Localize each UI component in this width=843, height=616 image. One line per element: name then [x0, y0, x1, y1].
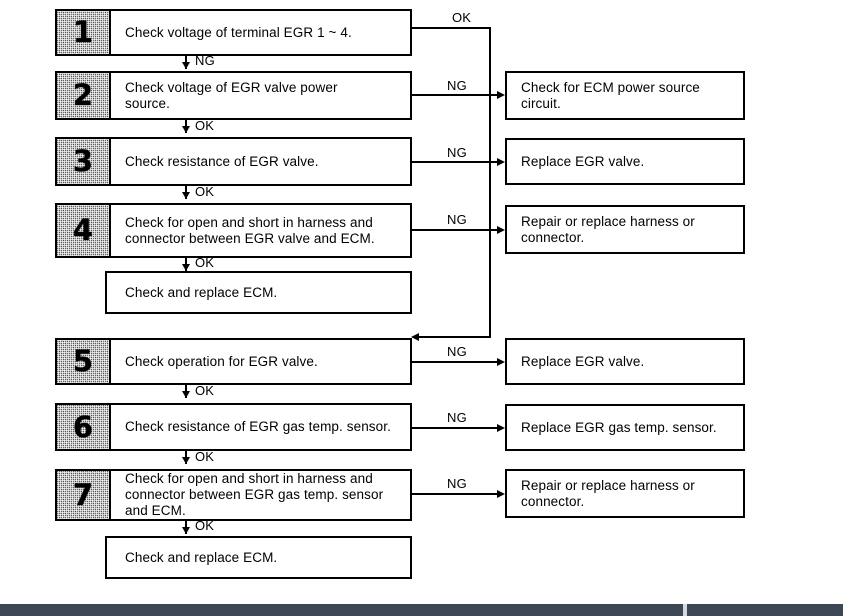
step-number-badge-1: 1 — [57, 11, 111, 54]
step-number-label-3: 3 — [72, 144, 94, 178]
edge-label-ng-3: NG — [447, 145, 467, 160]
result-box-5-label: Replace EGR gas temp. sensor. — [521, 419, 717, 435]
step-number-label-4: 4 — [72, 213, 94, 247]
step-box-6[interactable]: 6 Check resistance of EGR gas temp. sens… — [55, 403, 412, 451]
step-text-5: Check operation for EGR valve. — [111, 340, 410, 383]
edge-ng-1-arrowhead — [182, 62, 190, 69]
step-number-badge-5: 5 — [57, 340, 111, 383]
terminal-box-ecm-1[interactable]: Check and replace ECM. — [105, 271, 412, 314]
step-text-3: Check resistance of EGR valve. — [111, 139, 410, 184]
step-text-2: Check voltage of EGR valve power source. — [111, 73, 410, 118]
edge-ok-2-arrowhead — [182, 126, 190, 133]
edge-ng-2-horizontal — [412, 94, 500, 96]
edge-ng-7-horizontal — [412, 493, 500, 495]
result-box-6[interactable]: Repair or replace harness or connector. — [505, 469, 745, 518]
step-number-badge-2: 2 — [57, 73, 111, 118]
terminal-box-ecm-2-label: Check and replace ECM. — [125, 549, 278, 565]
edge-ok-1-vertical — [489, 27, 491, 338]
step-number-label-6: 6 — [72, 409, 94, 444]
edge-ng-4-horizontal — [412, 229, 500, 231]
result-box-3[interactable]: Repair or replace harness or connector. — [505, 205, 745, 254]
edge-ng-3-arrowhead — [497, 158, 505, 166]
result-box-3-label: Repair or replace harness or connector. — [521, 213, 695, 245]
edge-ng-4-arrowhead — [497, 226, 505, 234]
step-number-badge-7: 7 — [57, 471, 111, 519]
footer-bar-left — [0, 604, 683, 616]
edge-label-ng-5: NG — [447, 344, 467, 359]
result-box-4-label: Replace EGR valve. — [521, 353, 645, 369]
edge-ok-1-arrowhead — [411, 333, 419, 341]
terminal-box-ecm-1-label: Check and replace ECM. — [125, 284, 278, 300]
step-text-label-4: Check for open and short in harness and … — [125, 214, 375, 246]
step-text-label-2: Check voltage of EGR valve power source. — [125, 79, 338, 111]
step-text-label-3: Check resistance of EGR valve. — [125, 153, 319, 169]
edge-ok-1-horizontal — [412, 27, 490, 29]
result-box-2[interactable]: Replace EGR valve. — [505, 138, 745, 185]
result-box-2-label: Replace EGR valve. — [521, 153, 645, 169]
result-box-1-label: Check for ECM power source circuit. — [521, 79, 700, 111]
edge-ok-6-arrowhead — [182, 457, 190, 464]
edge-label-ok-4: OK — [195, 255, 215, 270]
step-text-label-6: Check resistance of EGR gas temp. sensor… — [125, 419, 391, 434]
edge-label-ok-5: OK — [195, 383, 215, 398]
step-number-label-1: 1 — [72, 15, 94, 49]
step-box-2[interactable]: 2 Check voltage of EGR valve power sourc… — [55, 71, 412, 120]
footer-bar-right — [687, 604, 843, 616]
edge-ok-3-arrowhead — [182, 192, 190, 199]
step-number-label-2: 2 — [72, 78, 94, 112]
edge-ng-6-arrowhead — [497, 424, 505, 432]
step-box-5[interactable]: 5 Check operation for EGR valve. — [55, 338, 412, 385]
edge-label-ok-6: OK — [195, 449, 215, 464]
edge-ng-6-horizontal — [412, 427, 500, 429]
edge-label-ng-6: NG — [447, 410, 467, 425]
terminal-box-ecm-2[interactable]: Check and replace ECM. — [105, 536, 412, 579]
step-number-badge-6: 6 — [57, 405, 111, 449]
result-box-6-label: Repair or replace harness or connector. — [521, 477, 695, 509]
step-number-label-7: 7 — [72, 477, 94, 512]
step-text-label-1: Check voltage of terminal EGR 1 ~ 4. — [125, 24, 352, 40]
edge-ok-5-arrowhead — [182, 391, 190, 398]
step-box-4[interactable]: 4 Check for open and short in harness an… — [55, 203, 412, 258]
step-box-7[interactable]: 7 Check for open and short in harness an… — [55, 469, 412, 521]
step-number-badge-3: 3 — [57, 139, 111, 184]
edge-label-ok-3: OK — [195, 184, 215, 199]
step-text-6: Check resistance of EGR gas temp. sensor… — [111, 405, 410, 449]
edge-label-ok-7: OK — [195, 518, 215, 533]
edge-label-ok-2: OK — [195, 118, 215, 133]
step-text-4: Check for open and short in harness and … — [111, 205, 410, 256]
edge-label-ng-7: NG — [447, 476, 467, 491]
step-number-label-5: 5 — [72, 344, 94, 378]
edge-ng-5-arrowhead — [497, 358, 505, 366]
edge-ng-7-arrowhead — [497, 490, 505, 498]
result-box-5[interactable]: Replace EGR gas temp. sensor. — [505, 404, 745, 451]
step-box-1[interactable]: 1 Check voltage of terminal EGR 1 ~ 4. — [55, 9, 412, 56]
step-box-3[interactable]: 3 Check resistance of EGR valve. — [55, 137, 412, 186]
edge-ok-1-return-horizontal — [418, 336, 491, 338]
edge-ng-3-horizontal — [412, 161, 500, 163]
step-text-1: Check voltage of terminal EGR 1 ~ 4. — [111, 11, 410, 54]
edge-label-ng-1: NG — [195, 53, 215, 68]
step-text-label-7: Check for open and short in harness and … — [125, 471, 384, 518]
edge-label-ng-4: NG — [447, 212, 467, 227]
edge-ok-7-arrowhead — [182, 527, 190, 534]
step-text-label-5: Check operation for EGR valve. — [125, 353, 318, 369]
edge-ng-5-horizontal — [412, 361, 500, 363]
step-text-7: Check for open and short in harness and … — [111, 471, 410, 519]
step-number-badge-4: 4 — [57, 205, 111, 256]
edge-ok-4-arrowhead — [182, 264, 190, 271]
result-box-4[interactable]: Replace EGR valve. — [505, 338, 745, 385]
footer-bar-divider — [683, 604, 687, 616]
result-box-1[interactable]: Check for ECM power source circuit. — [505, 71, 745, 120]
edge-label-ok-1: OK — [452, 10, 472, 25]
edge-label-ng-2: NG — [447, 78, 467, 93]
edge-ng-2-arrowhead — [497, 91, 505, 99]
